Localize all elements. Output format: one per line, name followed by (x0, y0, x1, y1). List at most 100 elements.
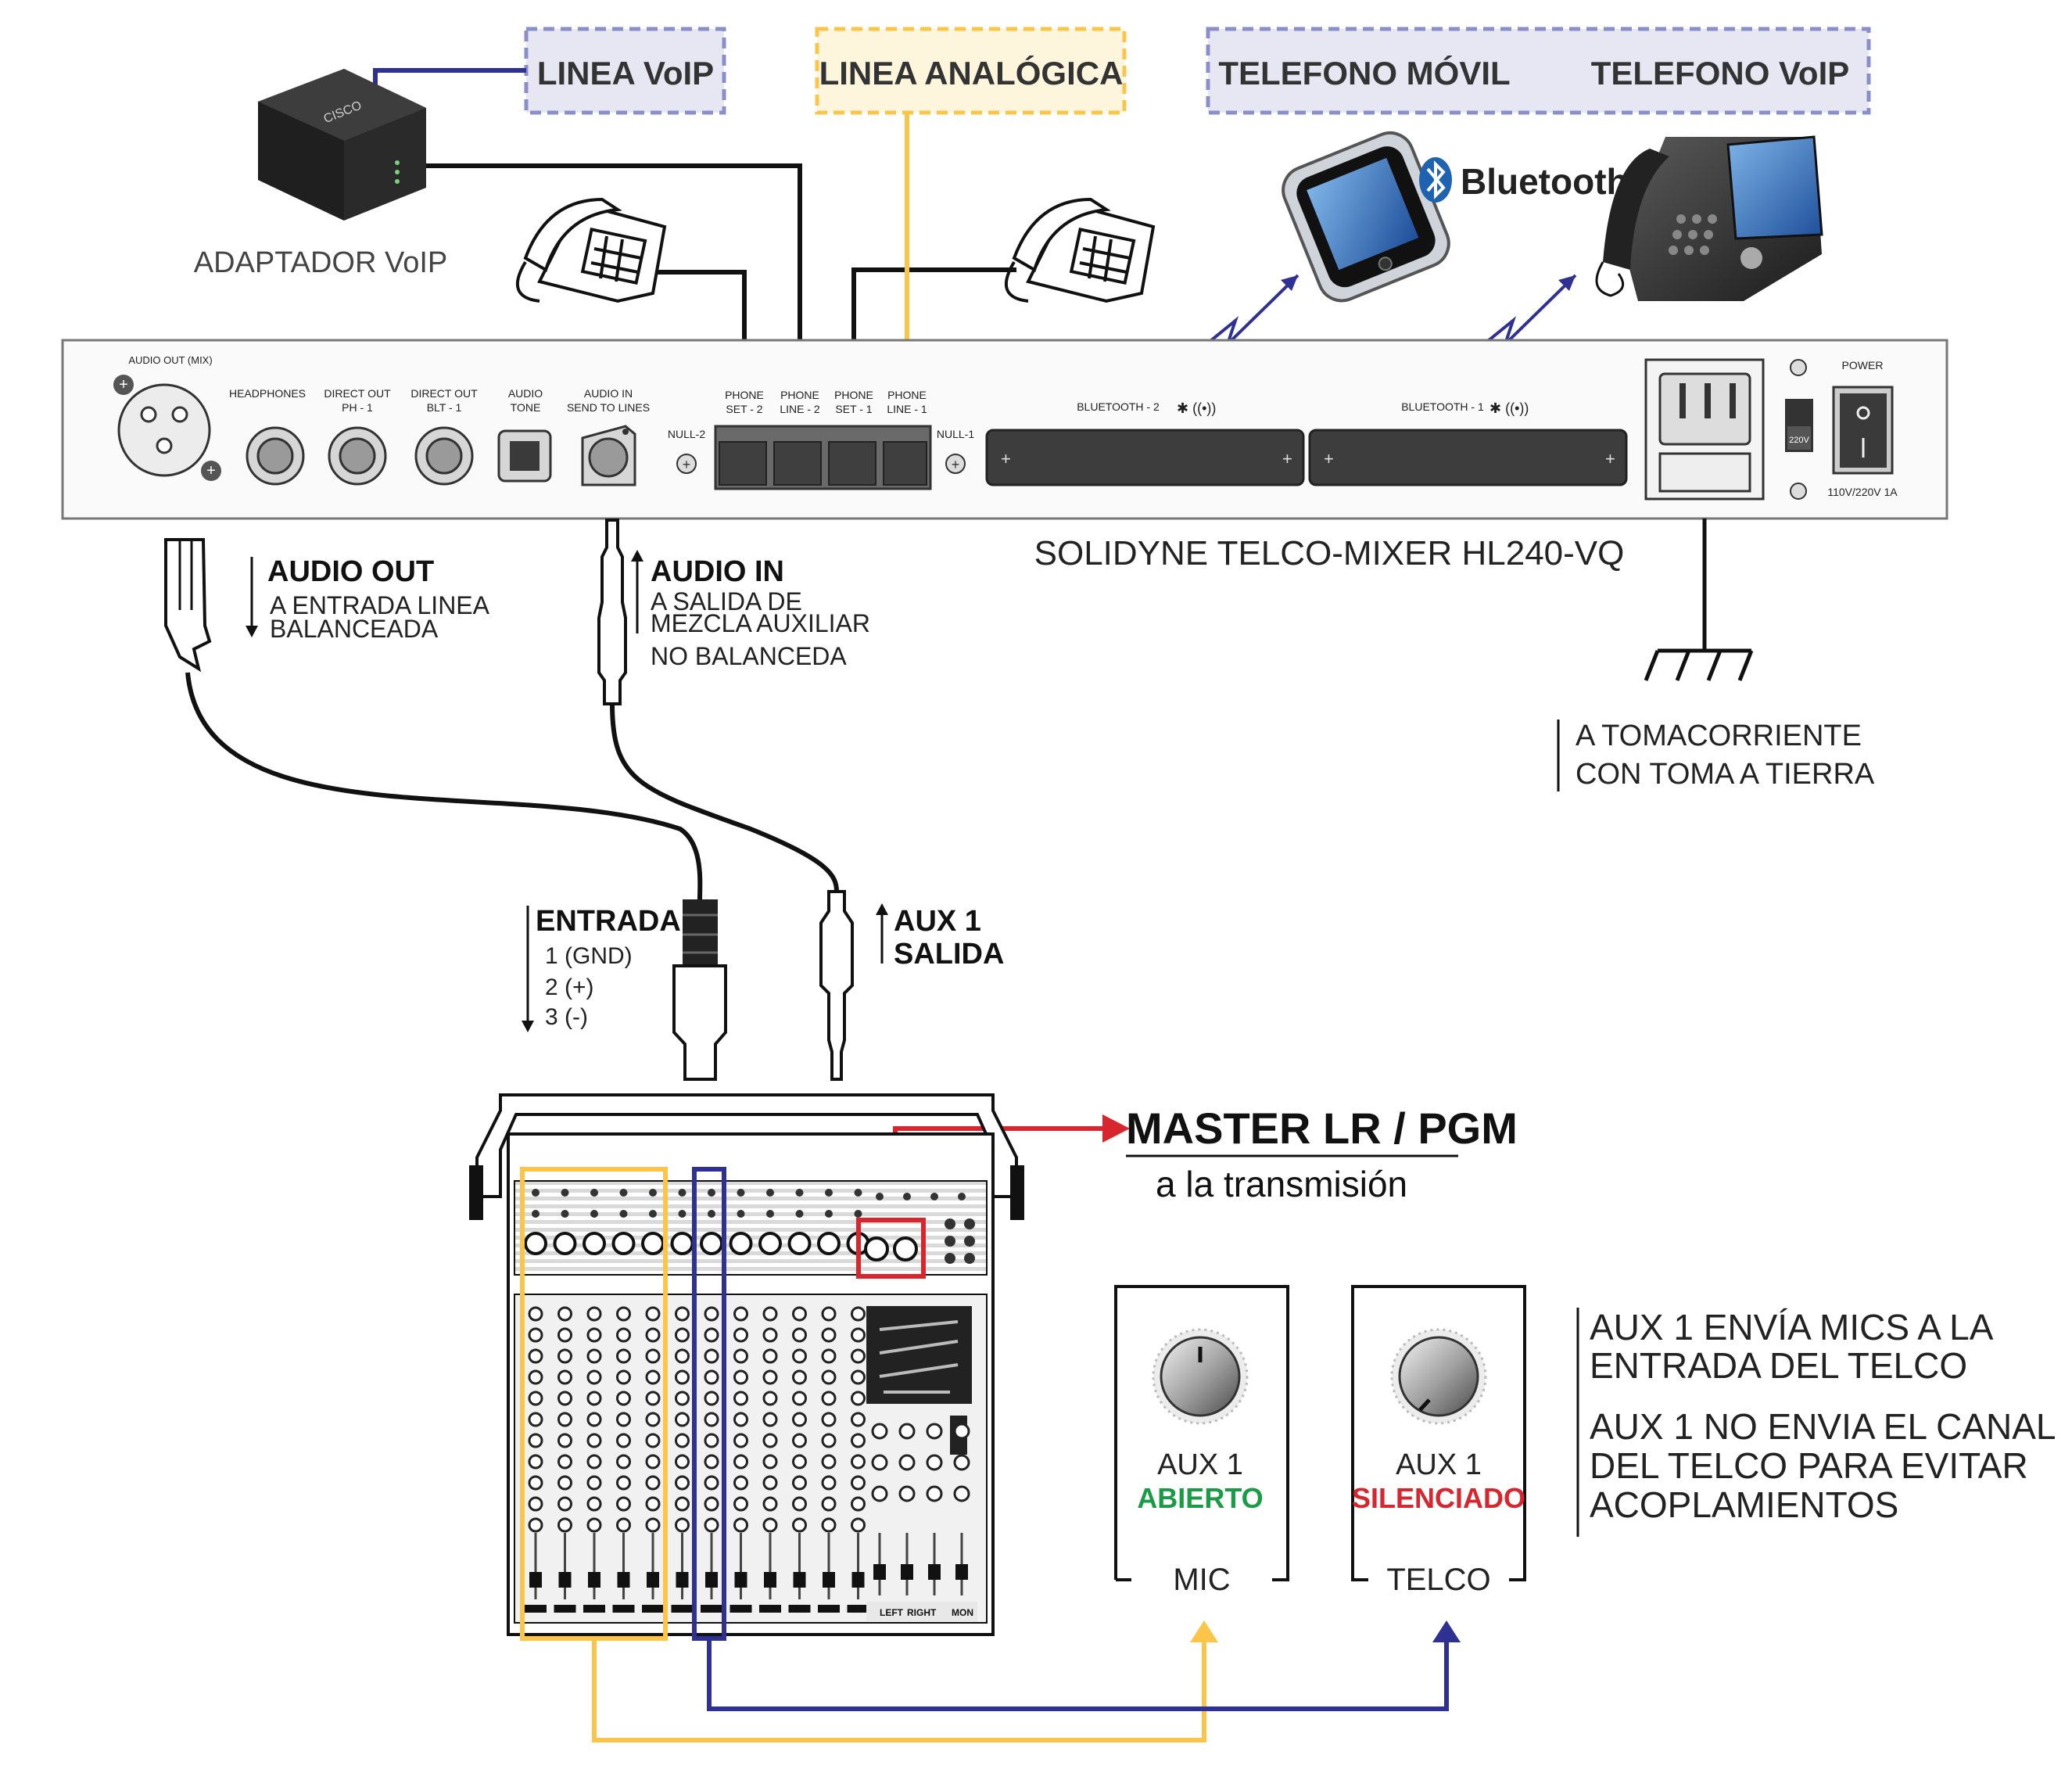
audio-mixer: LEFT RIGHT MON (469, 1093, 1024, 1636)
entrada-annotation: ENTRADA 1 (GND) 2 (+) 3 (-) (522, 905, 681, 1032)
note-1-line-1: AUX 1 ENVÍA MICS A LA (1590, 1307, 1994, 1348)
svg-text:+: + (1282, 449, 1292, 468)
telefonos-box: TELEFONO MÓVIL TELEFONO VoIP (1206, 27, 1871, 115)
null-1-trimmer[interactable]: + (945, 454, 966, 474)
telco-mixer-panel: AUDIO OUT (MIX) + + HEADPHONES DIRECT OU… (61, 339, 1948, 520)
xlr-output-connector: + + (113, 375, 221, 481)
null-2-trimmer[interactable]: + (676, 454, 697, 474)
ground-symbol (1644, 519, 1754, 681)
bluetooth-1-icon: ✱ ((•)) (1489, 400, 1529, 416)
master-title: MASTER LR / PGM (1126, 1104, 1518, 1153)
mixer-right-label: RIGHT (907, 1607, 937, 1618)
xlr-plug-bottom (672, 899, 727, 1081)
telco-aux-label: AUX 1 (1396, 1448, 1482, 1481)
bluetooth-2-icon: ✱ ((•)) (1177, 400, 1216, 416)
phone-line-2-label-2: LINE - 2 (780, 403, 820, 415)
telefono-movil-label: TELEFONO MÓVIL (1218, 54, 1510, 92)
telco-routing-line (707, 1638, 1449, 1711)
audio-out-annotation: AUDIO OUT A ENTRADA LINEA BALANCEADA (246, 555, 490, 643)
power-label: POWER (1842, 359, 1884, 371)
linea-voip-box: LINEA VoIP (524, 27, 726, 115)
mic-aux-state: ABIERTO (1137, 1482, 1263, 1514)
svg-text:+: + (1001, 449, 1011, 468)
telco-routing-arrow (1432, 1620, 1461, 1642)
entrada-title: ENTRADA (536, 905, 681, 938)
bluetooth-logo-text: Bluetooth (1461, 161, 1629, 202)
svg-text:+: + (1324, 449, 1334, 468)
audio-tone-label-2: TONE (511, 401, 541, 414)
power-inlet (1644, 358, 1765, 501)
svg-text:+: + (206, 462, 216, 479)
direct-out-ph-label-1: DIRECT OUT (324, 387, 391, 400)
linea-voip-label: LINEA VoIP (537, 55, 714, 92)
voltage-switch[interactable]: 220V (1785, 359, 1813, 500)
mixer-left-label: LEFT (880, 1607, 904, 1618)
mixer-channels (524, 1189, 975, 1613)
telco-aux-knob[interactable] (1390, 1328, 1487, 1425)
audio-out-mix-label: AUDIO OUT (MIX) (128, 354, 212, 366)
note-1-line-2: ENTRADA DEL TELCO (1590, 1345, 1967, 1386)
voltage-label: 110V/220V 1A (1827, 486, 1898, 498)
jack-plug-top (597, 519, 627, 705)
phone-set-2-label-1: PHONE (725, 389, 764, 401)
audio-out-title: AUDIO OUT (267, 555, 434, 588)
telefono-voip-label: TELEFONO VoIP (1591, 55, 1850, 92)
telco-channel-label: TELCO (1386, 1563, 1490, 1597)
phone-line-2-label-1: PHONE (780, 389, 819, 401)
phone-line-1-label-2: LINE - 1 (887, 403, 927, 415)
audio-out-desc-1: A ENTRADA LINEA (270, 591, 490, 619)
telco-aux-state: SILENCIADO (1352, 1482, 1525, 1514)
svg-text:+: + (952, 457, 960, 472)
linea-analogica-box: LINEA ANALÓGICA (815, 27, 1127, 115)
entrada-pin-2: 2 (+) (545, 974, 594, 1000)
direct-out-blt-label-1: DIRECT OUT (410, 387, 478, 400)
phone-set-1-label-2: SET - 1 (835, 403, 872, 415)
xlr-plug-top (164, 538, 212, 673)
audio-in-desc-3: NO BALANCEDA (651, 642, 847, 670)
audio-in-desc-1: A SALIDA DE (651, 587, 802, 615)
analog-phone-left (515, 197, 667, 303)
adapter-cable (418, 163, 802, 383)
voip-desk-phone (1595, 135, 1823, 301)
bluetooth-1-label: BLUETOOTH - 1 (1401, 400, 1484, 413)
power-switch[interactable] (1832, 386, 1894, 475)
master-jacks-highlight (856, 1218, 926, 1279)
aux-out-annotation: AUX 1 SALIDA (876, 903, 1004, 971)
linea-analogica-label: LINEA ANALÓGICA (819, 54, 1124, 92)
note-2-line-3: ACOPLAMIENTOS (1590, 1484, 1898, 1525)
adapter-label: ADAPTADOR VoIP (194, 246, 448, 279)
mic-aux-panel: AUX 1 ABIERTO MIC (1114, 1285, 1289, 1597)
headphones-label: HEADPHONES (229, 387, 306, 400)
audio-in-label-1: AUDIO IN (584, 387, 633, 400)
ground-label-1: A TOMACORRIENTE (1576, 720, 1862, 752)
entrada-pin-1: 1 (GND) (545, 943, 633, 969)
mic-channel-label: MIC (1173, 1563, 1230, 1597)
direct-out-ph-jack (328, 426, 387, 486)
svg-text:+: + (1605, 449, 1615, 468)
bluetooth-1-module: + + (1308, 429, 1628, 486)
voip-adapter: CISCO (258, 69, 426, 221)
mic-aux-knob[interactable] (1152, 1328, 1249, 1425)
svg-text:+: + (119, 376, 128, 393)
audio-in-jack (581, 425, 636, 486)
null-1-label: NULL-1 (937, 428, 974, 440)
aux-out-line-1: AUX 1 (894, 905, 981, 938)
bluetooth-2-label: BLUETOOTH - 2 (1077, 400, 1160, 413)
direct-out-blt-jack (414, 426, 474, 486)
svg-text:+: + (683, 457, 691, 472)
phone-ports (714, 425, 932, 490)
audio-tone-button[interactable] (497, 429, 552, 483)
headphones-jack (246, 426, 305, 486)
telco-aux-panel: AUX 1 SILENCIADO TELCO (1351, 1285, 1526, 1597)
master-subtitle: a la transmisión (1156, 1164, 1407, 1204)
phone-set-2-label-2: SET - 2 (726, 403, 762, 415)
direct-out-blt-label-2: BLT - 1 (427, 401, 462, 414)
mixer-mon-label: MON (952, 1607, 973, 1618)
jack-plug-bottom (819, 890, 854, 1081)
null-2-label: NULL-2 (668, 428, 705, 440)
audio-out-desc-2: BALANCEADA (270, 615, 439, 643)
audio-in-desc-2: MEZCLA AUXILIAR (651, 609, 870, 637)
xlr-cable (185, 672, 703, 900)
